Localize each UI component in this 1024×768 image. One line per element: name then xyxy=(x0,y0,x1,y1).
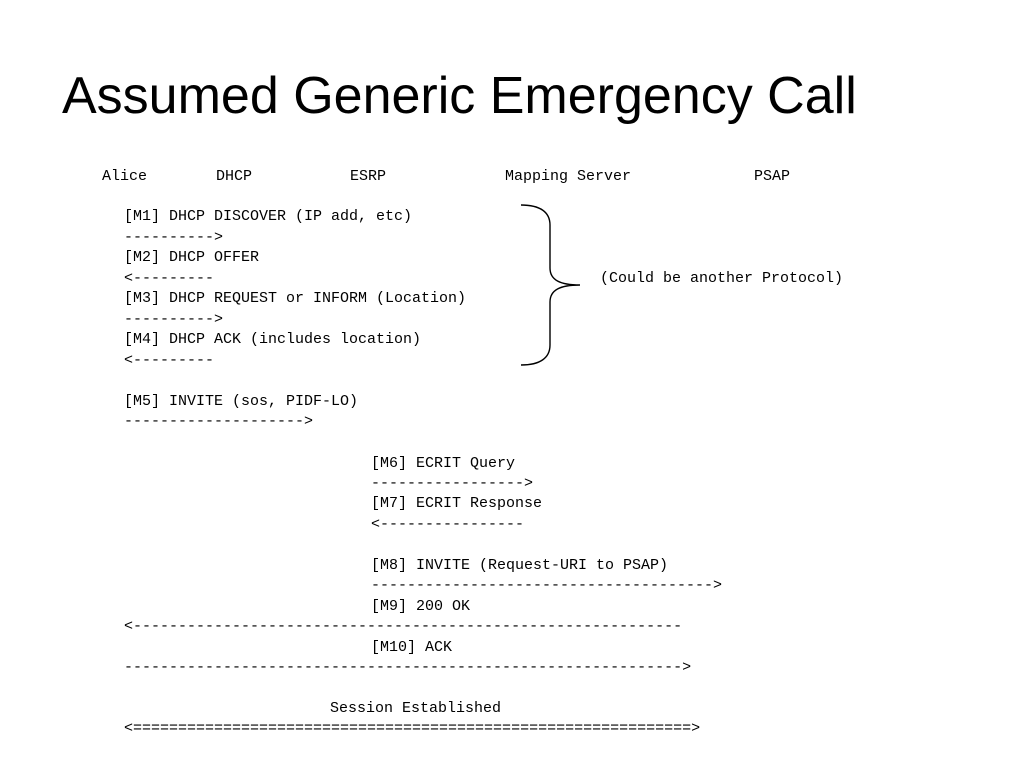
message-m3: [M3] DHCP REQUEST or INFORM (Location) xyxy=(124,290,466,307)
session-label: Session Established xyxy=(330,700,501,717)
participant-mapping-server: Mapping Server xyxy=(505,168,631,185)
message-m8: [M8] INVITE (Request-URI to PSAP) xyxy=(371,557,668,574)
arrow-m4: <--------- xyxy=(124,352,214,369)
arrow-m10: ----------------------------------------… xyxy=(124,659,691,676)
message-m7: [M7] ECRIT Response xyxy=(371,495,542,512)
curly-brace xyxy=(520,204,581,366)
arrow-m1: ----------> xyxy=(124,229,223,246)
brace-note: (Could be another Protocol) xyxy=(600,270,843,287)
participant-alice: Alice xyxy=(102,168,147,185)
message-m4: [M4] DHCP ACK (includes location) xyxy=(124,331,421,348)
participant-esrp: ESRP xyxy=(350,168,386,185)
participant-psap: PSAP xyxy=(754,168,790,185)
arrow-m6: -----------------> xyxy=(371,475,533,492)
slide-title: Assumed Generic Emergency Call xyxy=(62,67,857,125)
message-m10: [M10] ACK xyxy=(371,639,452,656)
message-m5: [M5] INVITE (sos, PIDF-LO) xyxy=(124,393,358,410)
message-m9: [M9] 200 OK xyxy=(371,598,470,615)
arrow-m5: --------------------> xyxy=(124,413,313,430)
arrow-m3: ----------> xyxy=(124,311,223,328)
arrow-m9: <---------------------------------------… xyxy=(124,618,682,635)
session-arrow: <=======================================… xyxy=(124,720,700,737)
participant-dhcp: DHCP xyxy=(216,168,252,185)
message-m2: [M2] DHCP OFFER xyxy=(124,249,259,266)
arrow-m8: --------------------------------------> xyxy=(371,577,722,594)
message-m1: [M1] DHCP DISCOVER (IP add, etc) xyxy=(124,208,412,225)
arrow-m7: <---------------- xyxy=(371,516,524,533)
message-m6: [M6] ECRIT Query xyxy=(371,455,515,472)
arrow-m2: <--------- xyxy=(124,270,214,287)
